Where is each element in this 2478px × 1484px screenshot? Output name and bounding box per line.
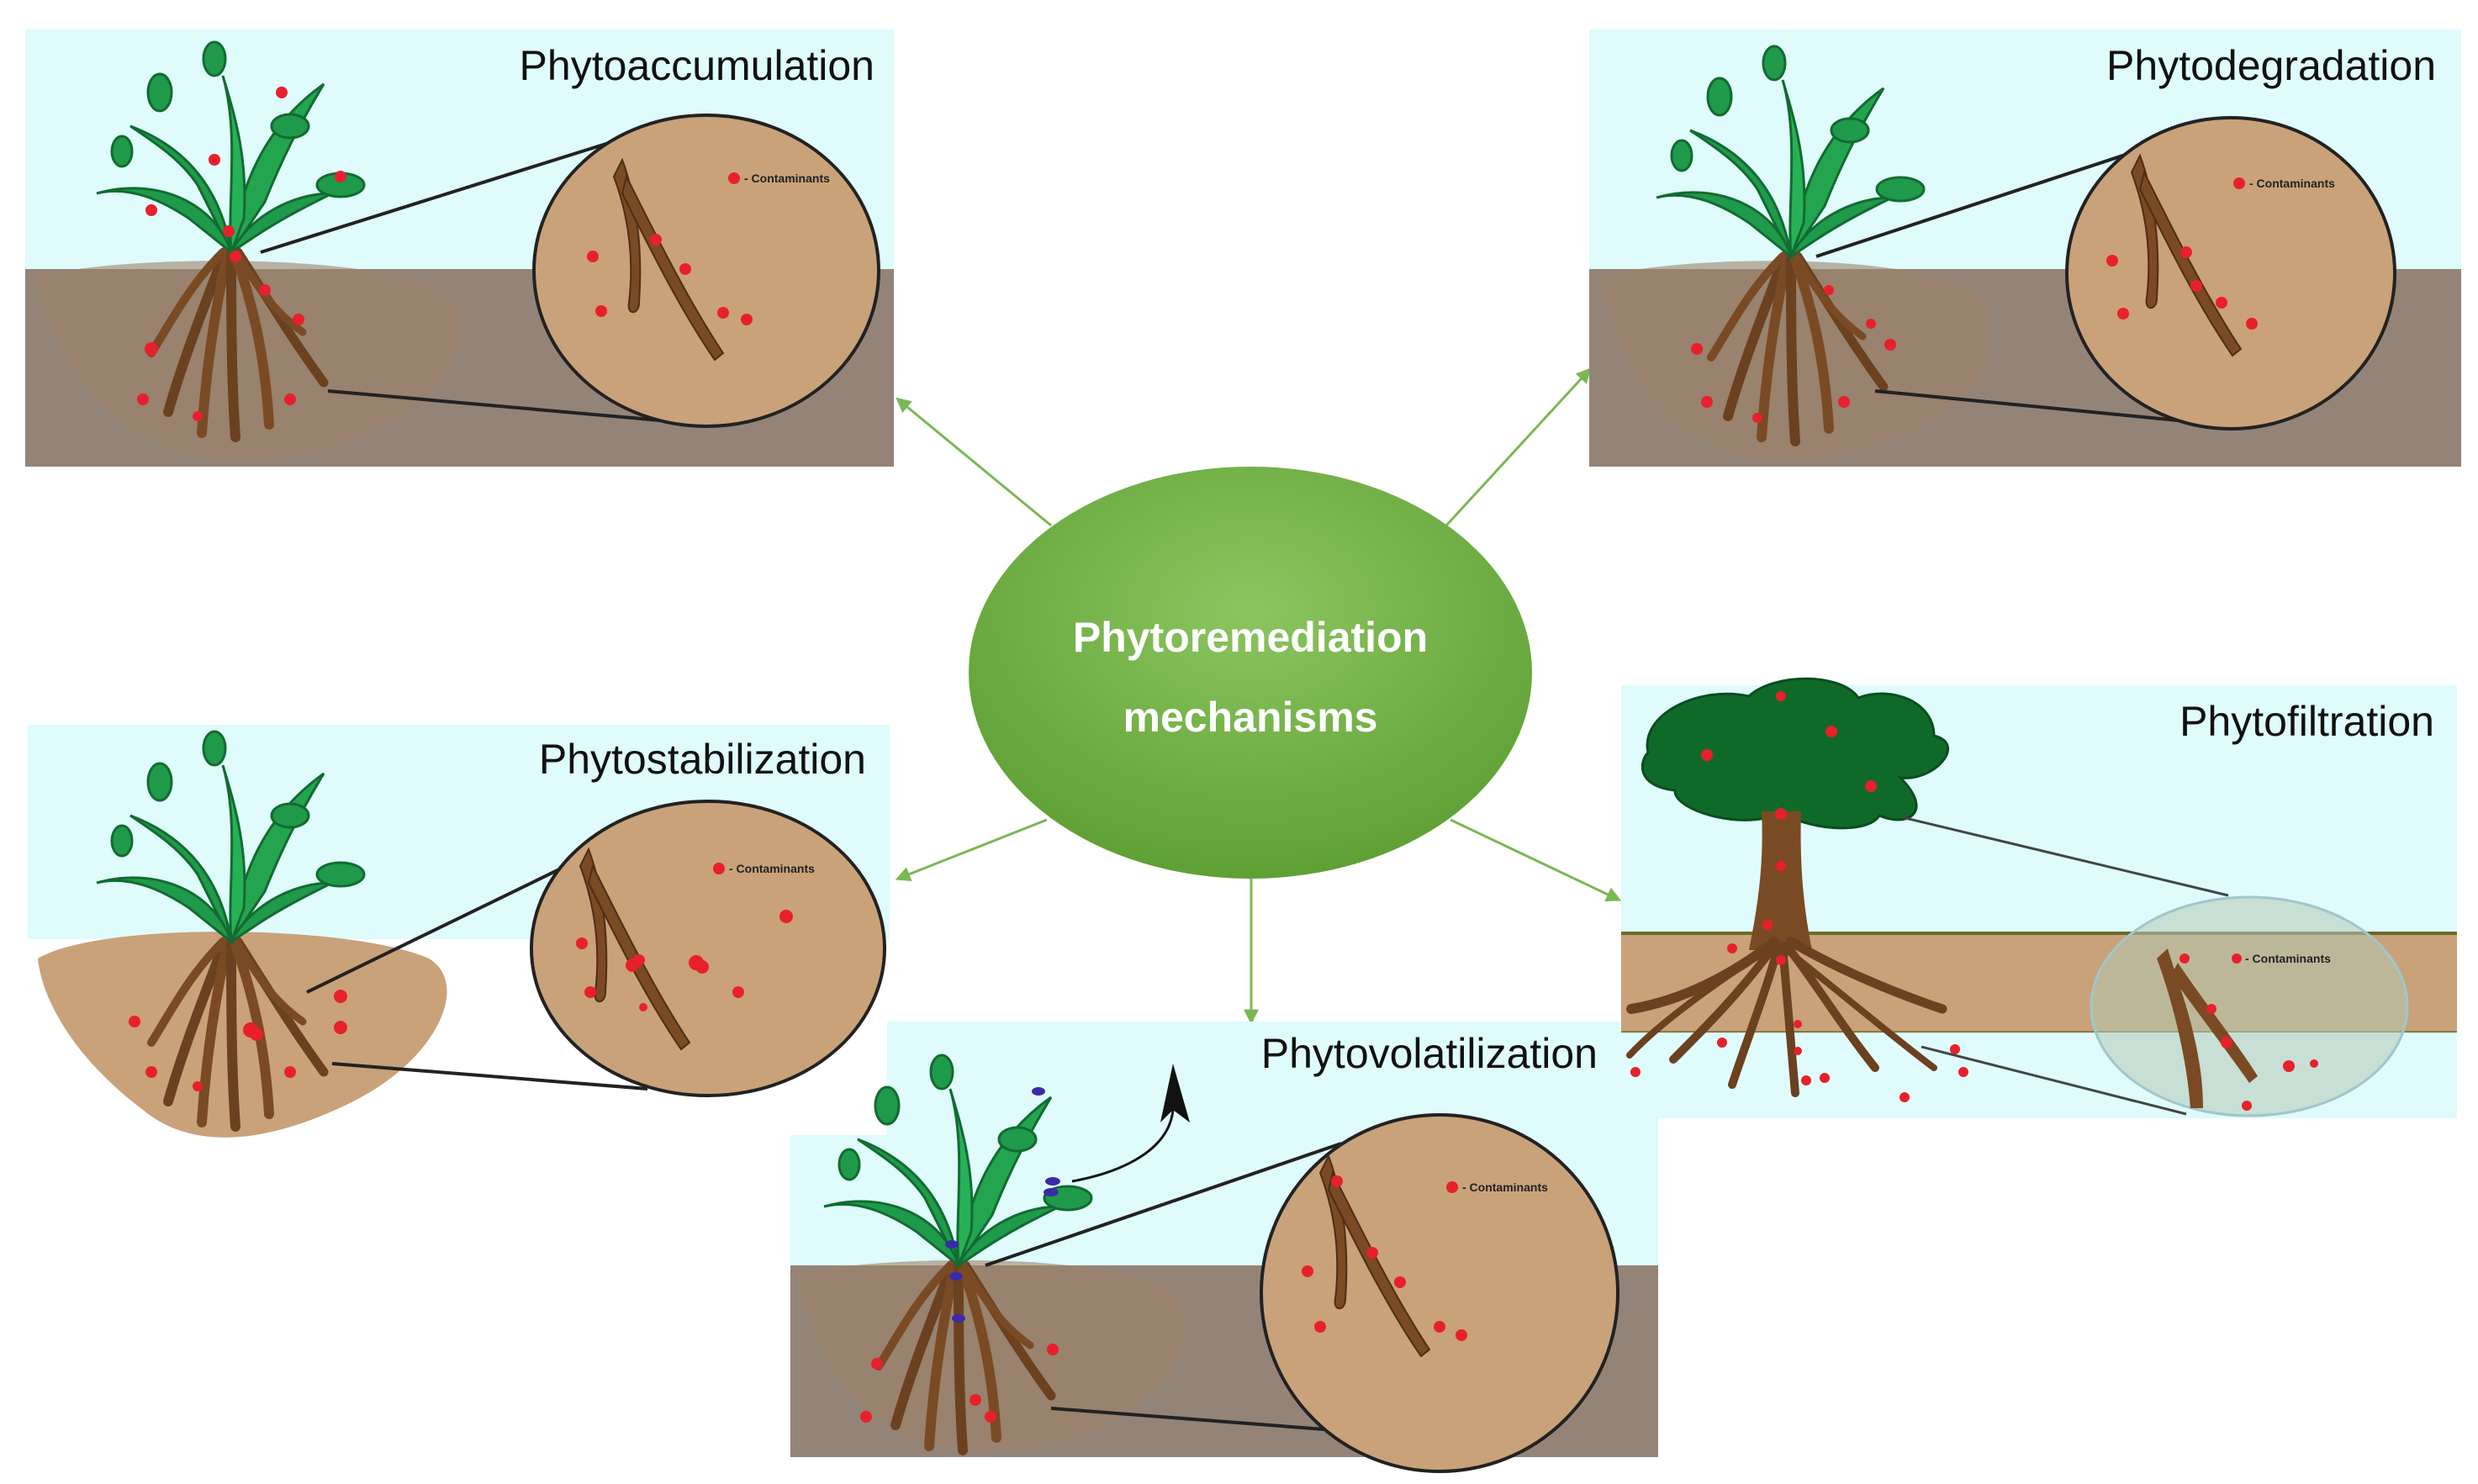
closeup-contaminant-dots [1302,1175,1467,1341]
closeup-contaminant-dots [576,910,793,1011]
contaminant-dots [1630,691,1968,1102]
center-title-line2: mechanisms [1123,694,1378,741]
legend-dot [2232,953,2242,964]
arrow-to-phytofiltration [1450,818,1622,901]
volatilization-arrow [1071,1109,1175,1183]
legend-dot [2233,177,2245,189]
arrow-to-phytostabilization [895,818,1048,882]
magnifier-circle [532,114,880,428]
magnifier-circle [2065,116,2396,430]
legend-dot [1446,1181,1458,1193]
legend-label: - Contaminants [2249,177,2335,190]
magnifier-line-bottom [327,389,661,422]
legend-label: - Contaminants [1462,1180,1548,1194]
center-node: Phytoremediation mechanisms [969,467,1532,879]
panel-phytofiltration: - Contaminants Phytofiltration [1621,677,2457,1118]
contaminant-dots [1691,285,1896,423]
magnifier-line-bottom [331,1062,648,1091]
magnifier-line-top [985,1142,1342,1267]
center-ellipse [969,467,1532,879]
panel-phytodegradation: - Contaminants Phytodegradation [1589,29,2461,467]
center-title-line1: Phytoremediation [1073,614,1428,661]
panel-title: Phytodegradation [2106,42,2436,89]
panel-title: Phytostabilization [539,736,866,783]
volatile-compound-dots [945,1087,1060,1323]
sky-background [887,1022,1658,1135]
contaminant-dots [860,1344,1059,1423]
magnifier-line-top [1815,145,2149,258]
arrow-to-phytoaccumulation [896,397,1052,527]
panel-phytostabilization: - Contaminants Phytostabilization [28,725,890,1141]
rhizosphere-zone [799,1260,1185,1451]
closeup-contaminant-dots [587,234,753,325]
legend-dot [728,172,740,184]
legend-label: - Contaminants [2245,952,2331,965]
panel-title: Phytovolatilization [1261,1030,1598,1077]
panel-phytovolatilization: - Contaminants Phytovolatilization [790,1022,1658,1473]
magnifier-line-bottom [1921,1045,2187,1116]
magnifier-circle [2090,895,2409,1117]
tree-canopy [1641,677,1949,830]
legend-label: - Contaminants [744,172,830,185]
legend-label: - Contaminants [729,862,815,875]
panel-title: Phytoaccumulation [520,42,874,89]
arrows [895,367,1622,1025]
magnifier-circle [1260,1113,1619,1473]
panel-title: Phytofiltration [2179,698,2434,745]
root-closeup [2157,948,2258,1108]
volatilization-arrow-head [1160,1064,1190,1122]
rhizosphere-zone [34,261,461,462]
closeup-contaminant-dots [2106,246,2258,330]
arrow-to-phytodegradation [1445,367,1592,527]
tree-trunk [1749,811,1812,950]
contaminant-dots [129,990,347,1091]
panel-phytoaccumulation: - Contaminants Phytoaccumulation [25,29,894,467]
magnifier-line-top [1901,816,2229,897]
closeup-contaminant-dots [2179,953,2318,1111]
magnifier-circle [530,800,886,1097]
stabilized-soil-zone [38,932,447,1138]
magnifier-line-top [260,137,623,254]
magnifier-line-bottom [1874,389,2179,422]
contaminant-dots [137,87,346,421]
legend-dot [713,863,725,874]
